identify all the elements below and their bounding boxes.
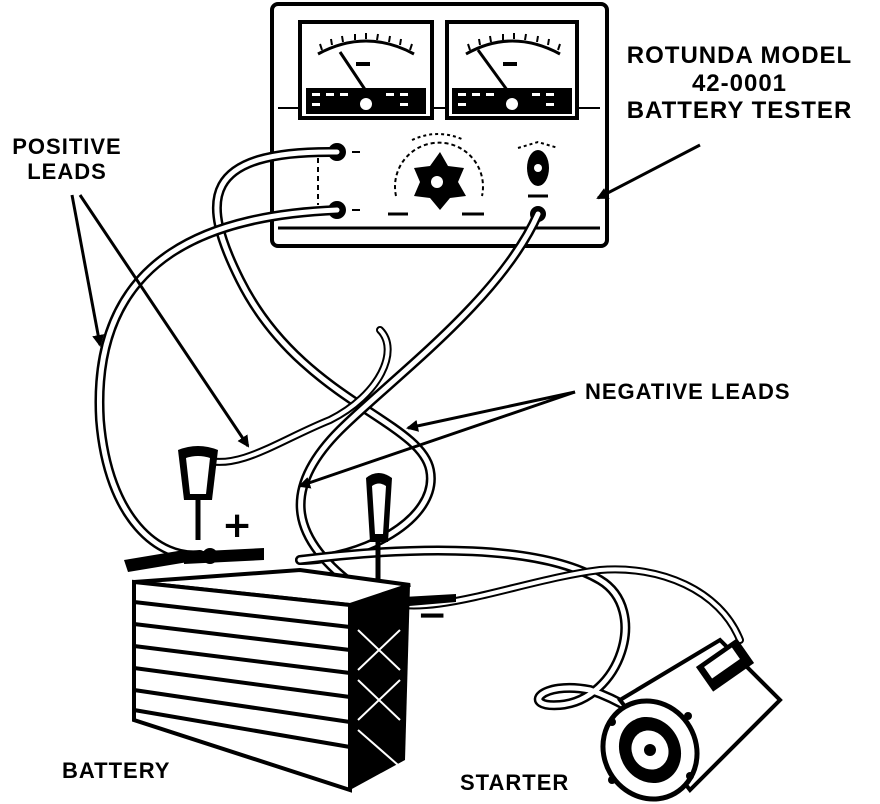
tester-label-line3: BATTERY TESTER	[626, 97, 853, 125]
right-meter	[445, 20, 579, 120]
tester-label: ROTUNDA MODEL 42-0001 BATTERY TESTER	[612, 42, 867, 125]
battery	[132, 567, 411, 793]
battery-tester	[270, 2, 609, 248]
positive-leads-line1: POSITIVE	[12, 134, 122, 159]
load-control-knob	[388, 133, 484, 216]
test-leads	[94, 146, 744, 735]
positive-terminal-sign: +	[222, 505, 253, 546]
starter-label: STARTER	[460, 770, 570, 795]
tester-label-line1: ROTUNDA MODEL	[626, 42, 853, 69]
positive-clamp-lower	[124, 548, 264, 572]
negative-terminal-sign: −	[417, 595, 448, 636]
tester-label-line2: 42-0001	[691, 69, 788, 97]
callout-arrows	[70, 143, 701, 489]
positive-clamp-upper	[178, 446, 218, 540]
battery-label: BATTERY	[62, 758, 171, 783]
negative-leads-label: NEGATIVE LEADS	[585, 379, 791, 404]
negative-clamp-upper	[366, 473, 392, 588]
left-meter	[298, 20, 434, 120]
starter-motor	[600, 637, 783, 802]
positive-leads-line2: LEADS	[27, 159, 107, 185]
positive-leads-label: POSITIVE LEADS	[2, 134, 132, 185]
